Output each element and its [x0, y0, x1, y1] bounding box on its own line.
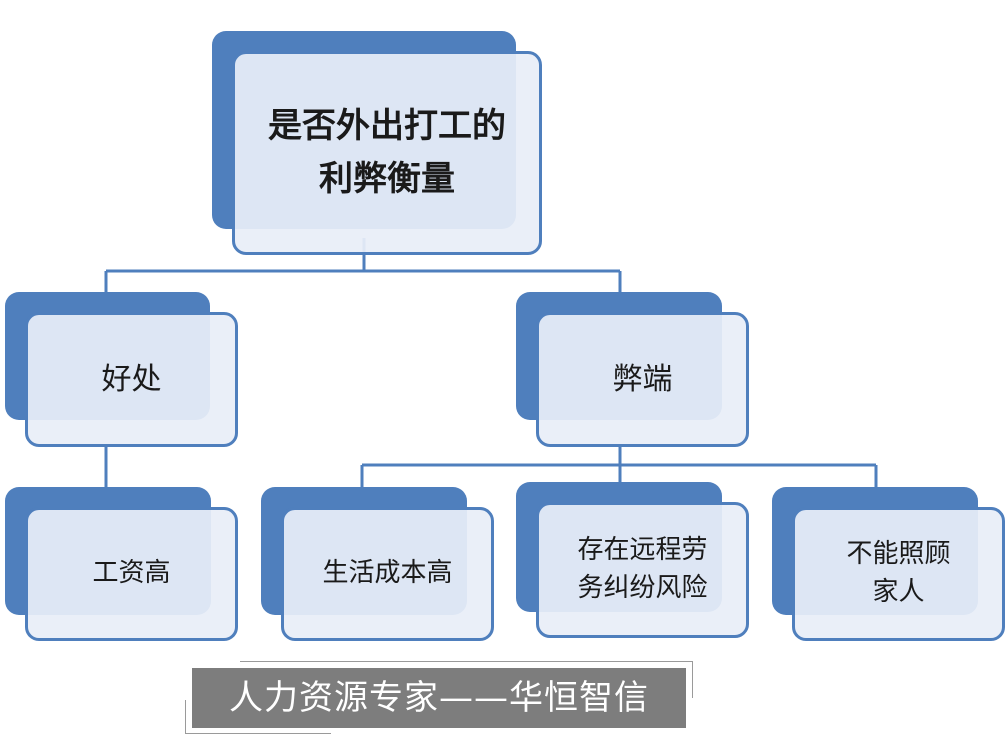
drawback-item-label-line-2: 务纠纷风险: [577, 573, 708, 603]
drawback-item-label-line-1: 存在远程劳: [577, 535, 708, 566]
drawback-item-label-line-2: 家人: [872, 577, 925, 607]
drawback-item-label-line-1: 不能照顾: [846, 539, 951, 570]
drawbacks-node: 弊端: [516, 292, 749, 447]
root-title-line-2: 利弊衡量: [319, 159, 455, 199]
root-title-line-1: 是否外出打工的: [268, 106, 506, 147]
benefits-node: 好处: [5, 292, 238, 447]
root-node: 是否外出打工的 利弊衡量: [212, 31, 542, 255]
drawback-item-label: 生活成本高: [322, 558, 453, 589]
benefits-label: 好处: [101, 362, 162, 397]
drawback-item: 生活成本高: [261, 487, 494, 641]
drawback-item: 不能照顾 家人: [772, 487, 1005, 641]
footer-frame-top-right: [240, 661, 693, 698]
benefit-item-label: 工资高: [92, 558, 171, 589]
drawbacks-label: 弊端: [612, 362, 673, 397]
footer-frame-bottom-left: [185, 700, 331, 734]
benefit-item: 工资高: [5, 487, 238, 641]
footer-banner: 人力资源专家——华恒智信: [192, 668, 686, 728]
drawback-item: 存在远程劳 务纠纷风险: [516, 482, 749, 638]
